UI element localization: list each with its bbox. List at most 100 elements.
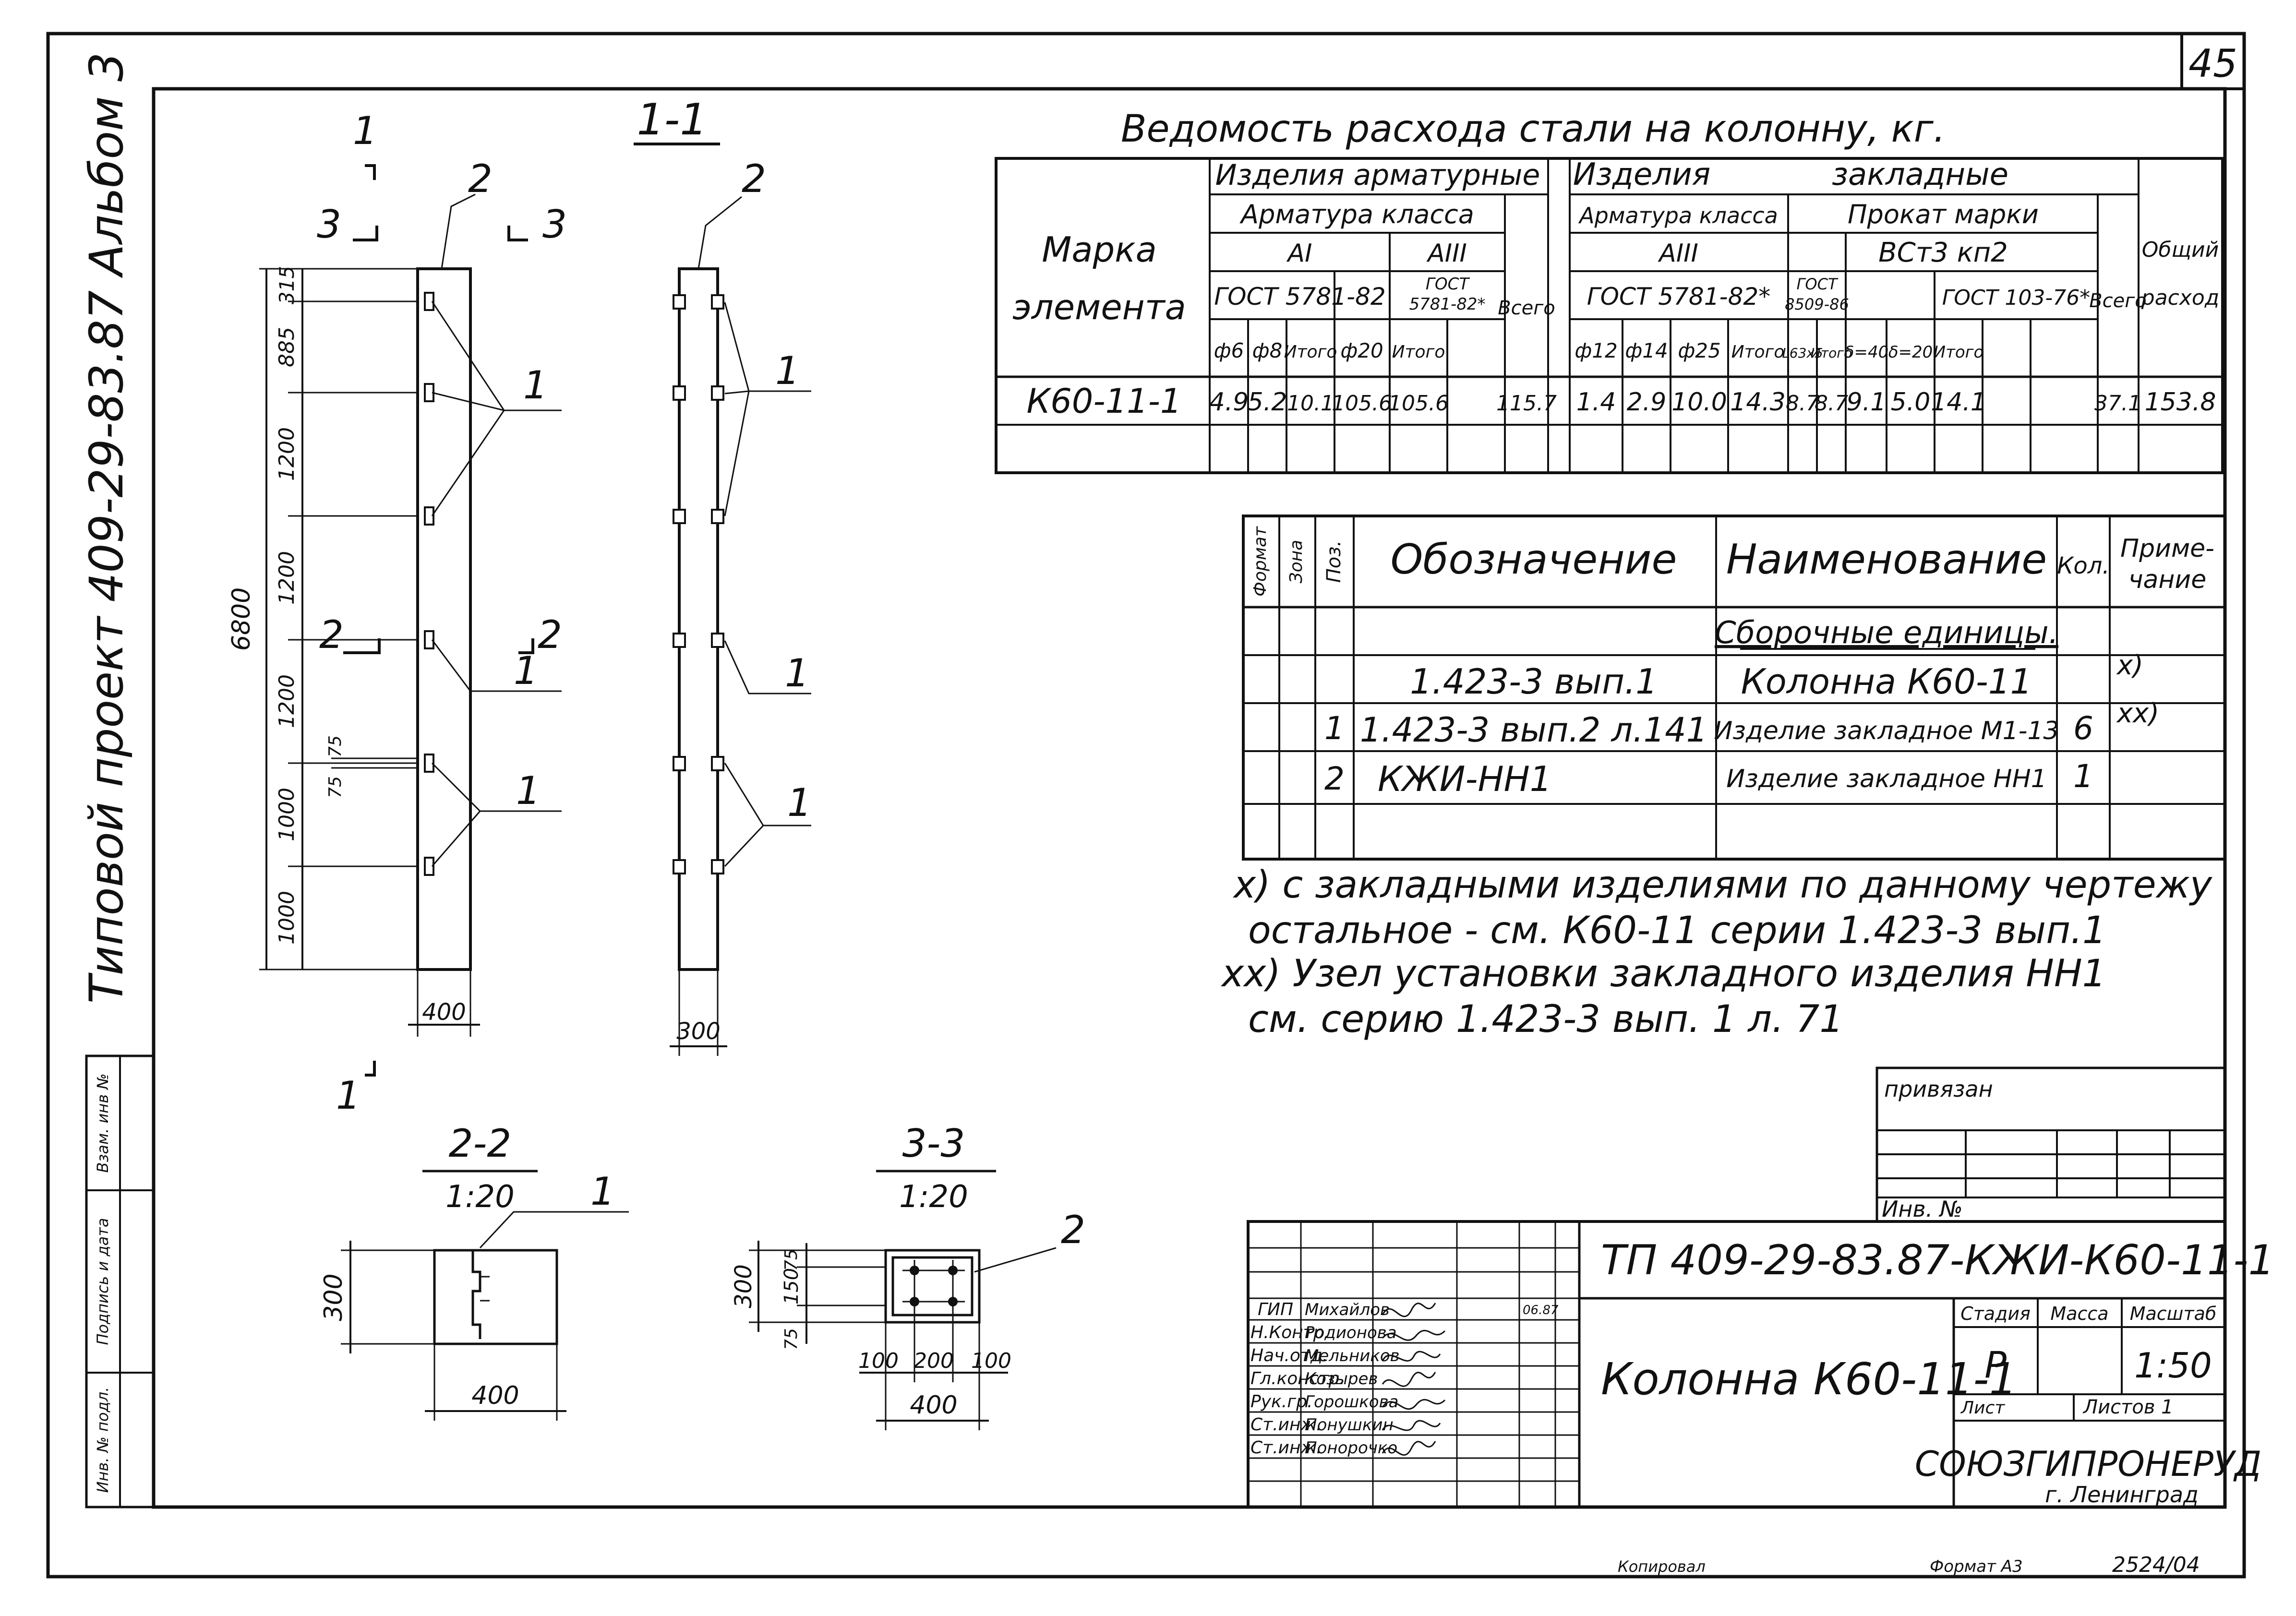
section-3-3-d75-bottom: 75 <box>781 1328 801 1350</box>
row-mark: К60-11-1 <box>1027 382 1182 421</box>
dim-885: 885 <box>275 327 299 367</box>
vsego-emb: Всего <box>2089 290 2147 312</box>
binding-inv-label: Инв. № <box>1882 1196 1963 1222</box>
note-1-line-2: остальное - см. К60-11 серии 1.423-3 вып… <box>1248 909 2106 952</box>
outer-frame <box>46 32 2246 1579</box>
section-2-2-width: 400 <box>471 1381 519 1410</box>
spec-h-format: Формат <box>1250 526 1270 597</box>
callout-2: 2 <box>468 156 493 201</box>
val-total-1: 10.1 <box>1287 391 1334 416</box>
sub-f14: ф14 <box>1625 339 1668 362</box>
organization-name: СОЮЗГИПРОНЕРУД <box>1915 1444 2261 1484</box>
name-3: Мельников <box>1305 1346 1400 1365</box>
cut-1-bottom-label: 1 <box>336 1073 361 1118</box>
sign-date: 06.87 <box>1523 1303 1559 1317</box>
title-block: ГИП Н.Контр. Нач.отд. Гл.констр. Рук.гр.… <box>1247 1220 2274 1508</box>
spec-row-2-note: xx) <box>2116 698 2159 729</box>
class-a3: AIII <box>1426 239 1467 268</box>
gost-8509-2: 8509-86 <box>1785 295 1849 313</box>
cut-3-left-label: 3 <box>317 202 341 247</box>
section-2-2-body <box>433 1249 558 1345</box>
section-3-3-d100-right: 100 <box>971 1349 1011 1373</box>
role-st-inzh-2: Ст.инж. <box>1250 1438 1322 1458</box>
spec-row-1-designation: 1.423-3 вып.1 <box>1410 661 1658 702</box>
val-vsego-emb: 37.1 <box>2094 391 2141 416</box>
note-2-line-2: см. серию 1.423-3 вып. 1 л. 71 <box>1248 998 1843 1041</box>
group-arm: Изделия арматурные <box>1215 158 1540 192</box>
gost-5781-b-2: 5781-82* <box>1409 295 1485 314</box>
arm-class: Арматура класса <box>1239 199 1474 229</box>
dim-1000-a: 1000 <box>275 788 299 841</box>
spec-h-zone: Зона <box>1286 540 1306 584</box>
val-f12: 1.4 <box>1576 388 1616 417</box>
section-3-3-scale: 1:20 <box>899 1179 968 1215</box>
steel-grade: ВСт3 кп2 <box>1878 237 2008 268</box>
column-width: 400 <box>422 999 466 1026</box>
rolled-grade-label: Прокат марки <box>1848 199 2039 229</box>
col-mark-1: Марка <box>1042 229 1157 270</box>
sub-total-3: Итого <box>1731 342 1785 362</box>
val-f6: 4.9 <box>1209 388 1249 417</box>
section-3-3-title: 3-3 <box>902 1121 965 1166</box>
sub-total-2: Итого <box>1392 342 1445 362</box>
dim-75-lower: 75 <box>325 776 345 798</box>
col-mark-2: элемента <box>1012 287 1186 327</box>
dim-75-upper: 75 <box>325 735 345 757</box>
organization-city: г. Ленинград <box>2045 1482 2199 1508</box>
column-height: 6800 <box>227 587 256 651</box>
gost-5781-b-1: ГОСТ <box>1426 275 1470 294</box>
gost-5781-c: ГОСТ 5781-82* <box>1587 283 1770 311</box>
sheets-total: Листов 1 <box>2082 1396 2174 1418</box>
footer-format: Формат А3 <box>1930 1557 2023 1576</box>
section-2-2: 2-2 1:20 1 300 400 <box>319 1121 629 1421</box>
name-6: Понушкин <box>1305 1415 1394 1435</box>
cut-2-left-label: 2 <box>319 612 344 657</box>
left-stamp: Инв. № подл. Подпись и дата Взам. инв № <box>85 1054 155 1508</box>
dim-1200-b: 1200 <box>275 551 299 605</box>
section-3-3-d150: 150 <box>781 1268 803 1305</box>
spec-row-2-designation: 1.423-3 вып.2 л.141 <box>1360 710 1707 750</box>
sub-f25: ф25 <box>1678 339 1720 362</box>
notes: x) с закладными изделиями по данному чер… <box>1220 863 2213 1041</box>
footer-code: 2524/04 <box>2112 1553 2200 1577</box>
callout-1-c: 1 <box>516 768 541 813</box>
drawing-name: Колонна К60-11-1 <box>1601 1353 2017 1405</box>
role-ruk-gr: Рук.гр. <box>1250 1392 1312 1412</box>
spec-row-2-name: Изделие закладное М1-13 <box>1714 717 2059 745</box>
inner-frame <box>152 87 2227 1509</box>
name-4: Козырев <box>1305 1369 1378 1389</box>
mass-label: Масса <box>2050 1303 2108 1324</box>
section-1-1-callout-1-a: 1 <box>775 348 800 393</box>
sheet-number: 45 <box>2188 41 2237 86</box>
dim-1000-b: 1000 <box>275 891 299 945</box>
name-5: Горошкова <box>1305 1392 1398 1412</box>
dim-1200-c: 1200 <box>275 674 299 728</box>
section-3-3-plate <box>891 1256 974 1317</box>
gost-5781-a: ГОСТ 5781-82 <box>1214 283 1385 311</box>
sheet-label: Лист <box>1960 1398 2005 1418</box>
spec-row-1-note: x) <box>2116 650 2143 681</box>
val-f8: 5.2 <box>1248 388 1287 417</box>
section-3-3-d75-top: 75 <box>781 1249 801 1271</box>
steel-table: Ведомость расхода стали на колонну, кг. <box>995 108 2224 474</box>
spec-h-qty: Кол. <box>2057 552 2109 579</box>
spec-h-note-2: чание <box>2128 565 2206 594</box>
spec-table: Формат Зона Поз. Обозначение Наименовани… <box>1242 515 2226 861</box>
group-emb-b: закладные <box>1832 157 2008 192</box>
section-3-3-callout-2: 2 <box>1061 1208 1085 1252</box>
cut-3-right-label: 3 <box>542 202 567 247</box>
vsego-arm: Всего <box>1498 297 1555 319</box>
embedded-plates <box>424 292 434 876</box>
emb-class-a3: AIII <box>1658 239 1698 268</box>
sub-f12: ф12 <box>1575 339 1617 362</box>
section-3-3-body <box>884 1249 981 1324</box>
sub-f20: ф20 <box>1340 339 1383 362</box>
emb-arm-class: Арматура класса <box>1578 203 1778 228</box>
val-d20: 5.0 <box>1891 388 1931 417</box>
scale-value: 1:50 <box>2134 1345 2212 1386</box>
section-2-2-callout-1: 1 <box>590 1169 615 1214</box>
total-2: расход <box>2141 286 2219 310</box>
role-gip: ГИП <box>1258 1300 1293 1319</box>
spec-h-designation: Обозначение <box>1391 536 1677 584</box>
val-l63: 8.7 <box>1786 391 1819 416</box>
